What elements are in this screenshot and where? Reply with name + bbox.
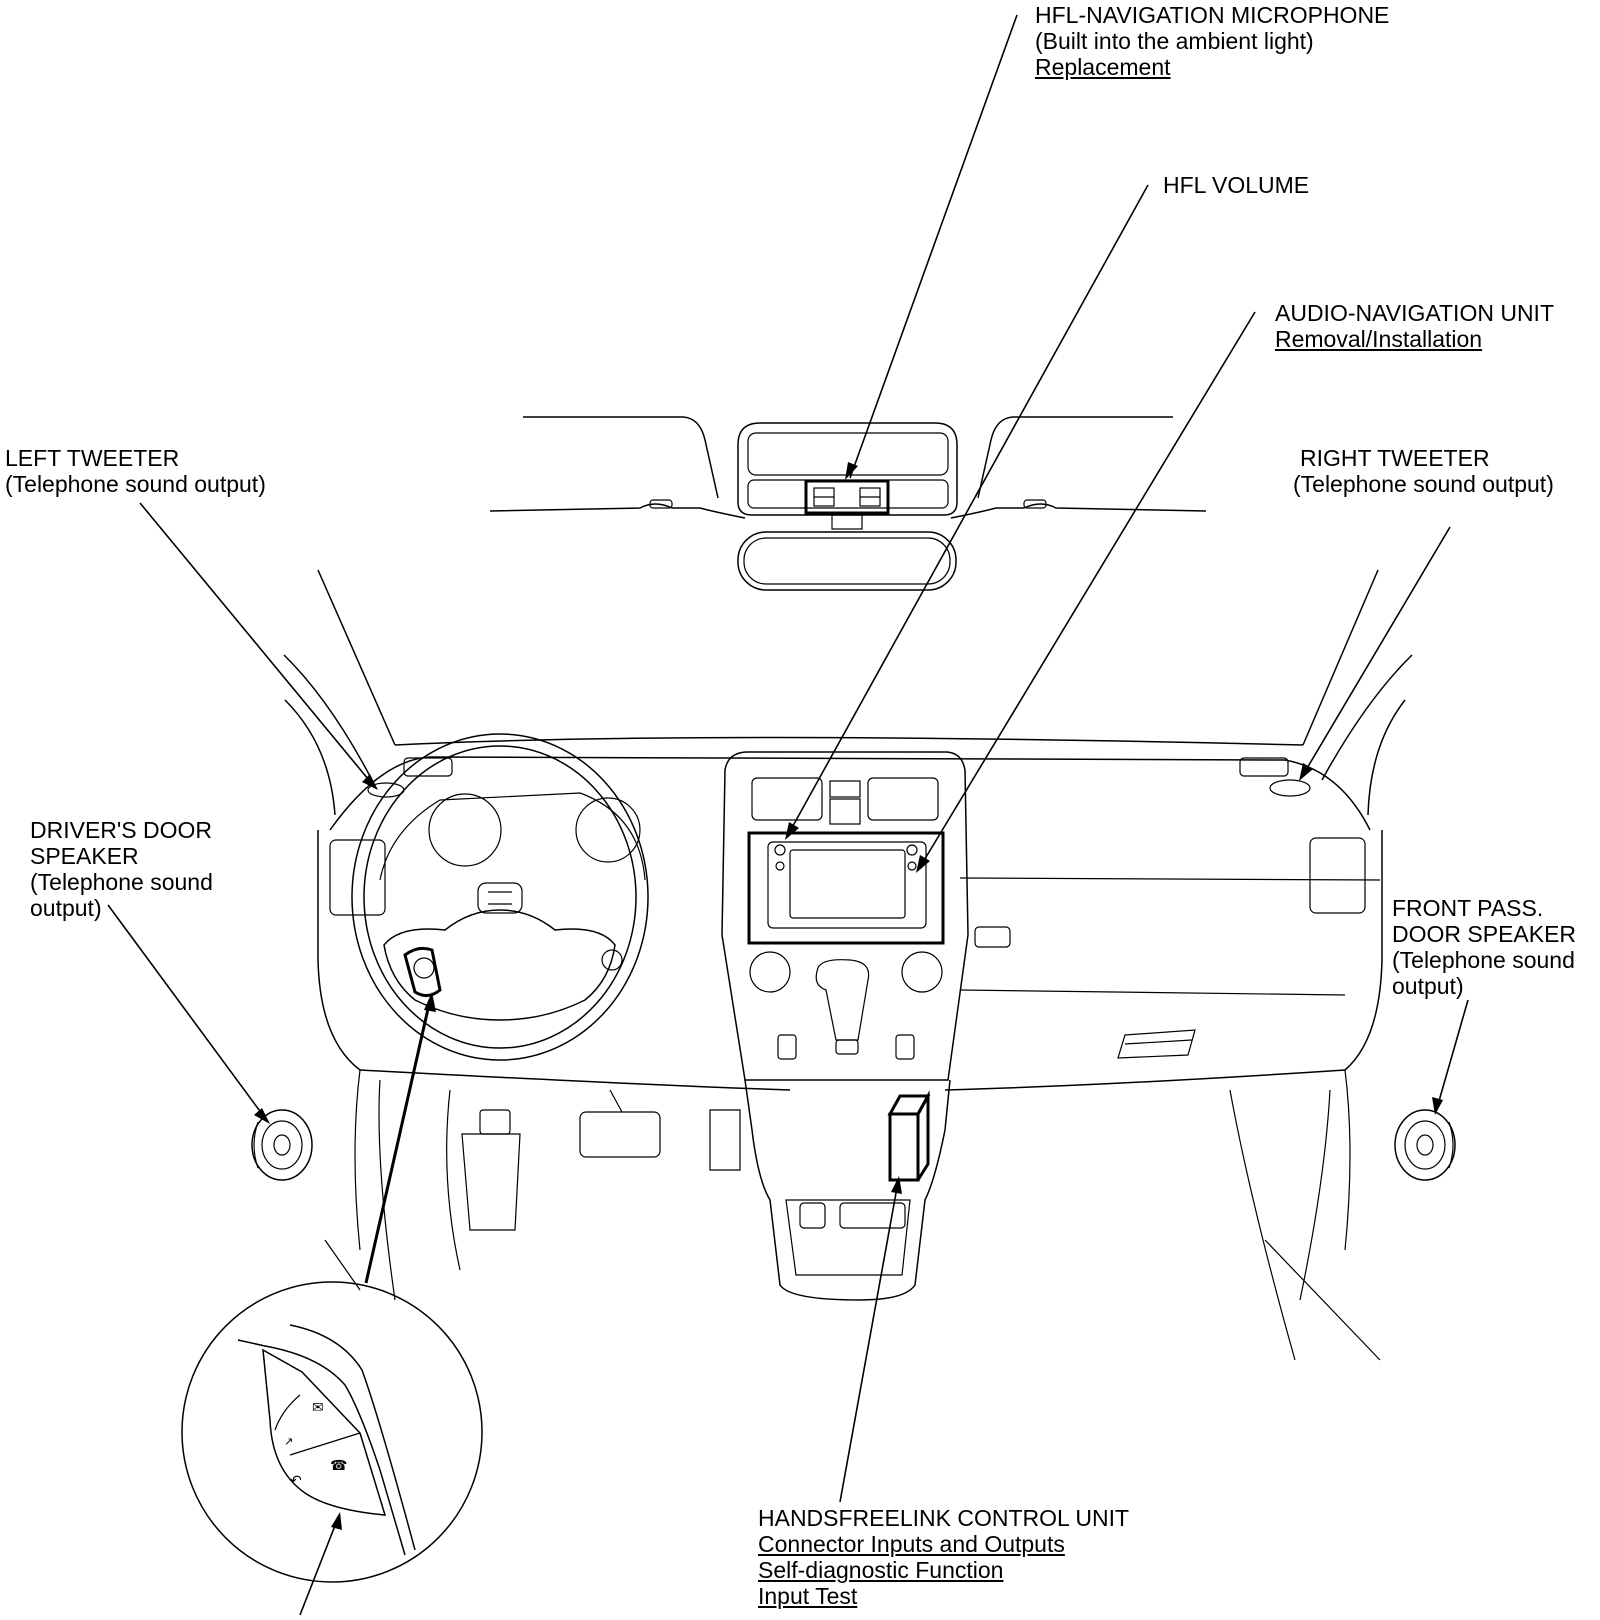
front-pass-door-label: FRONT PASS. DOOR SPEAKER (Telephone soun… <box>1392 895 1576 999</box>
left-tweeter-label: LEFT TWEETER (Telephone sound output) <box>5 445 266 497</box>
audio-nav-title: AUDIO-NAVIGATION UNIT <box>1275 300 1554 326</box>
hfl-control-label: HANDSFREELINK CONTROL UNIT Connector Inp… <box>758 1505 1129 1609</box>
hfl-volume-title: HFL VOLUME <box>1163 172 1310 198</box>
drivers-door-label: DRIVER'S DOOR SPEAKER (Telephone sound o… <box>30 817 213 921</box>
hfl-mic-note: (Built into the ambient light) <box>1035 28 1314 54</box>
windshield-roofline <box>489 416 1207 519</box>
drivers-door-line4: output) <box>30 895 102 921</box>
a-pillars <box>283 569 1413 816</box>
drivers-door-speaker <box>251 1109 313 1181</box>
svg-text:✉: ✉ <box>312 1400 324 1416</box>
lower-console <box>744 1079 951 1301</box>
hfl-control-inputtest-link[interactable]: Input Test <box>758 1583 858 1609</box>
leader-lines <box>107 14 1469 1616</box>
center-stack <box>721 751 969 1081</box>
steering-switch-detail: ✉ ☎ ↗ ↶ <box>181 1281 483 1583</box>
pedals-floor <box>324 1069 1381 1361</box>
svg-text:↶: ↶ <box>290 1473 302 1489</box>
right-tweeter-note: (Telephone sound output) <box>1293 471 1554 497</box>
hfl-control-title: HANDSFREELINK CONTROL UNIT <box>758 1505 1130 1531</box>
front-pass-door-line2: DOOR SPEAKER <box>1392 921 1577 947</box>
hfl-mic-title: HFL-NAVIGATION MICROPHONE <box>1035 2 1390 28</box>
right-tweeter-title: RIGHT TWEETER <box>1300 445 1490 471</box>
front-pass-door-speaker <box>1394 1109 1456 1181</box>
hfl-control-connector-link[interactable]: Connector Inputs and Outputs <box>758 1531 1065 1557</box>
front-pass-door-line4: output) <box>1392 973 1464 999</box>
drivers-door-line2: SPEAKER <box>30 843 139 869</box>
hfl-mic-label: HFL-NAVIGATION MICROPHONE (Built into th… <box>1035 2 1389 80</box>
left-tweeter-note: (Telephone sound output) <box>5 471 266 497</box>
drivers-door-line1: DRIVER'S DOOR <box>30 817 213 843</box>
right-tweeter-label: RIGHT TWEETER (Telephone sound output) <box>1293 445 1554 497</box>
hfl-mic-replacement-link[interactable]: Replacement <box>1035 54 1171 80</box>
front-pass-door-line3: (Telephone sound <box>1392 947 1575 973</box>
hfl-volume-label: HFL VOLUME <box>1163 172 1309 198</box>
steering-wheel <box>351 733 649 1061</box>
svg-text:☎: ☎ <box>330 1458 347 1474</box>
hfl-control-selfdiag-link[interactable]: Self-diagnostic Function <box>758 1557 1004 1583</box>
audio-nav-label: AUDIO-NAVIGATION UNIT Removal/Installati… <box>1275 300 1554 352</box>
dashboard <box>317 736 1383 1091</box>
left-tweeter-title: LEFT TWEETER <box>5 445 180 471</box>
hfl-control-unit <box>887 1090 931 1182</box>
audio-nav-removal-link[interactable]: Removal/Installation <box>1275 326 1483 352</box>
rearview-mirror <box>737 531 957 591</box>
front-pass-door-line1: FRONT PASS. <box>1392 895 1544 921</box>
svg-text:↗: ↗ <box>284 1435 293 1448</box>
drivers-door-line3: (Telephone sound <box>30 869 213 895</box>
